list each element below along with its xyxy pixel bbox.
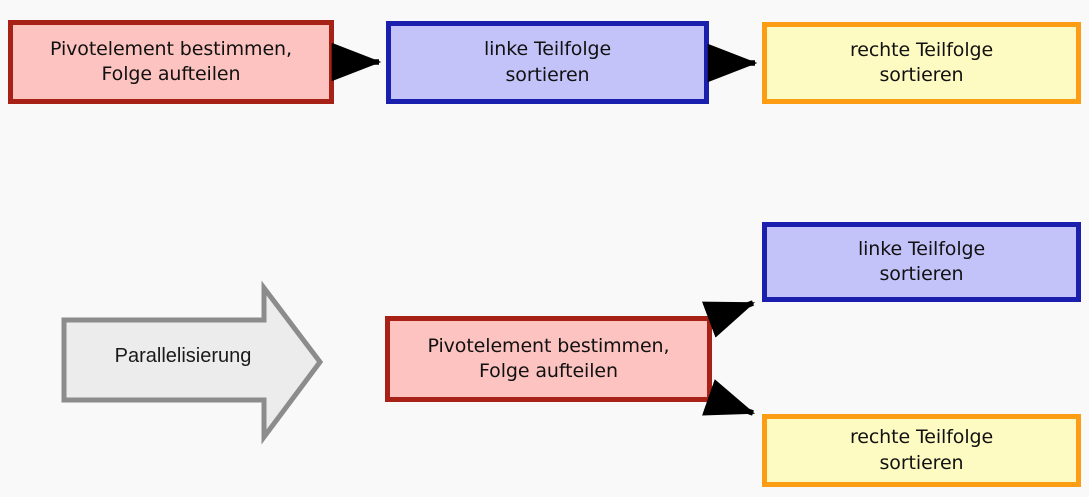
connector-par-pivot-to-left <box>701 300 756 338</box>
node-parallel-left-sort[interactable]: linke Teilfolge sortieren <box>762 222 1081 302</box>
connector-par-pivot-to-right <box>701 379 756 416</box>
node-parallel-pivot[interactable]: Pivotelement bestimmen, Folge aufteilen <box>385 316 712 402</box>
node-sequential-right-sort[interactable]: rechte Teilfolge sortieren <box>762 22 1081 104</box>
block-arrow-label: Parallelisierung <box>114 345 252 367</box>
node-parallel-right-sort[interactable]: rechte Teilfolge sortieren <box>762 414 1081 487</box>
node-sequential-pivot[interactable]: Pivotelement bestimmen, Folge aufteilen <box>8 20 334 104</box>
node-sequential-left-sort[interactable]: linke Teilfolge sortieren <box>386 21 709 104</box>
